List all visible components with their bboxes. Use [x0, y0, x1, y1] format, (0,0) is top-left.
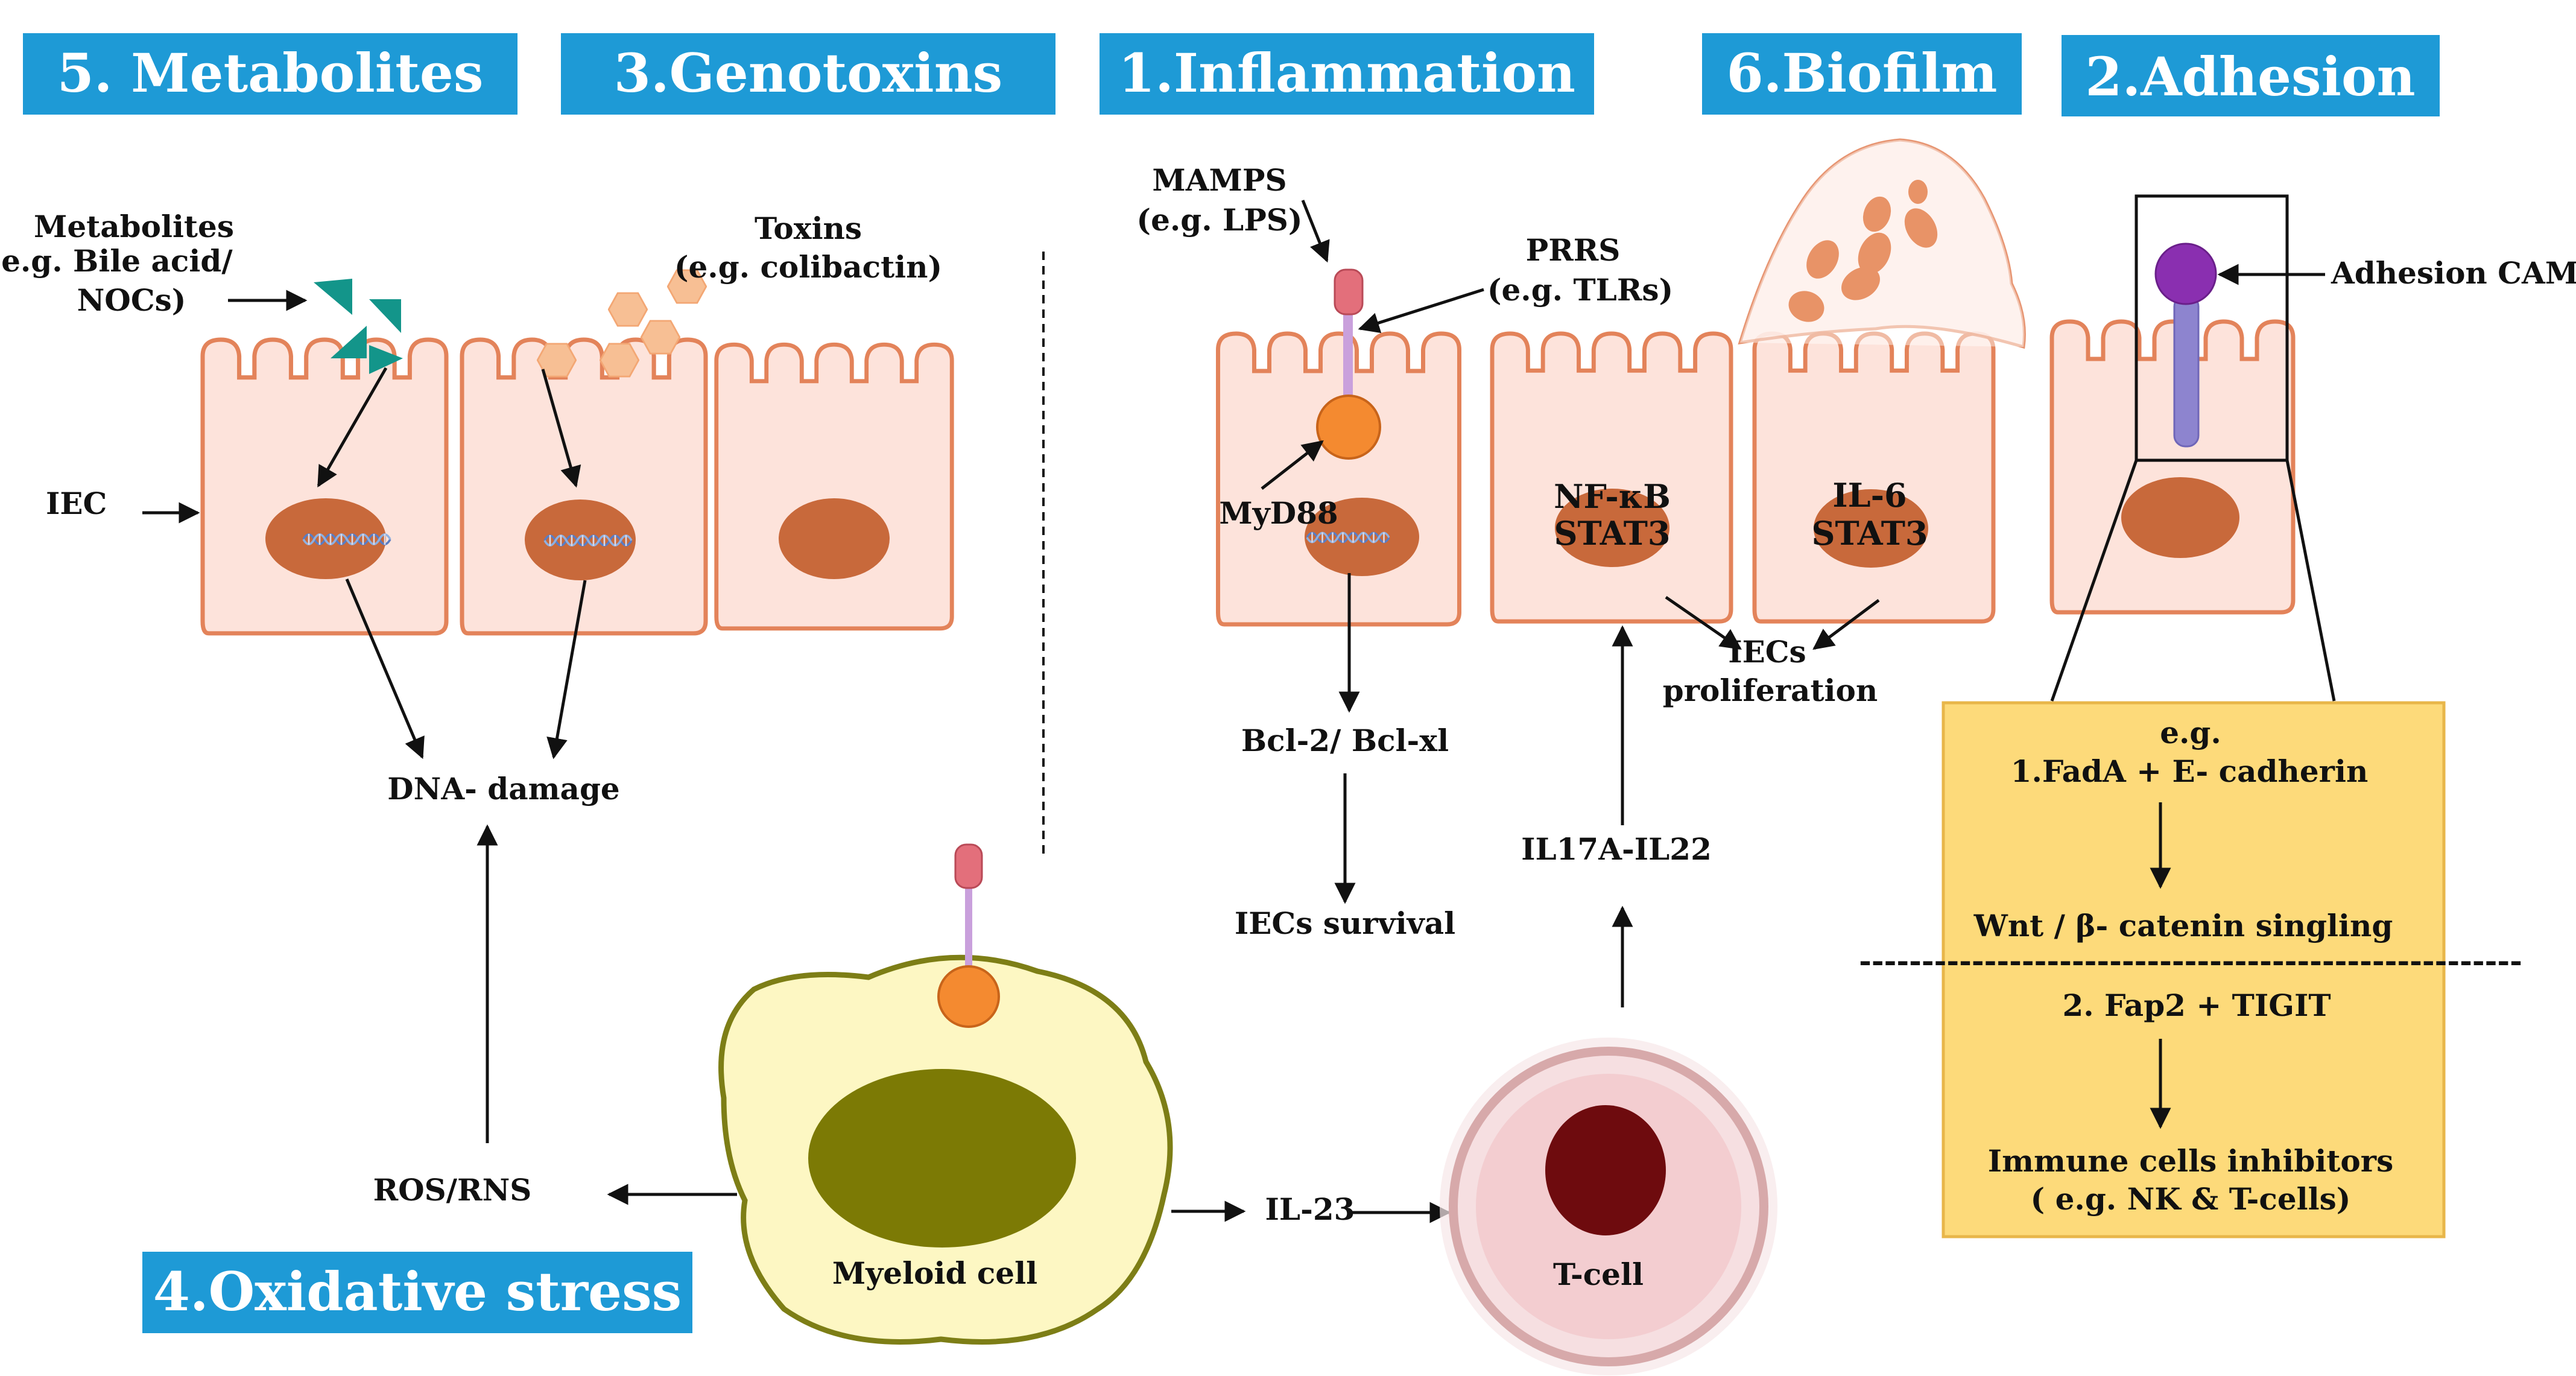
box-eg: e.g.	[2160, 715, 2221, 750]
stat3-b-label: STAT3	[1812, 514, 1928, 553]
adhesion-molecule-icon	[2154, 243, 2217, 448]
header-genotoxins: 3.Genotoxins	[561, 33, 1055, 115]
header-metabolites-label: 5. Metabolites	[57, 42, 484, 104]
mamps-label: MAMPS	[1152, 162, 1286, 198]
adhesion-mechanism-box: e.g. 1.FadA + E- cadherin Wnt / β- caten…	[1859, 701, 2522, 1238]
epithelial-cell-1	[203, 340, 446, 633]
header-biofilm-label: 6.Biofilm	[1727, 42, 1998, 104]
receptor-icon	[937, 843, 1000, 1028]
header-adhesion-label: 2.Adhesion	[2085, 45, 2415, 108]
box-line-fap2: 2. Fap2 + TIGIT	[2062, 988, 2331, 1023]
ros-rns-label: ROS/RNS	[373, 1172, 532, 1208]
arrows-adhesion	[2050, 264, 2336, 702]
hexagon-toxin-icon	[600, 343, 639, 378]
toxins-label: Toxins	[755, 211, 862, 246]
header-inflammation: 1.Inflammation	[1100, 33, 1594, 115]
epithelial-cell-7	[2052, 322, 2293, 612]
prrs-example: (e.g. TLRs)	[1487, 272, 1673, 308]
box-line-wnt: Wnt / β- catenin singling	[1973, 908, 2393, 943]
myeloid-nucleus	[808, 1069, 1076, 1248]
epithelial-cell-4	[1218, 334, 1460, 624]
nucleus-7	[2121, 477, 2239, 558]
nfkb-label: NF-κB	[1554, 477, 1671, 516]
receptor-icon	[1316, 268, 1381, 460]
iecs-label: IECs	[1728, 634, 1806, 670]
hexagon-toxin-icon	[608, 292, 648, 327]
biofilm-dome	[1738, 138, 2026, 349]
t-cell-label: T-cell	[1553, 1257, 1644, 1292]
header-inflammation-label: 1.Inflammation	[1118, 42, 1575, 104]
arrows-inflammation	[1261, 200, 1880, 1007]
metabolites-example-2: NOCs)	[77, 282, 186, 318]
box-line-fada: 1.FadA + E- cadherin	[2011, 753, 2369, 789]
il17-label: IL17A-IL22	[1521, 831, 1712, 867]
arrows-left	[142, 290, 1451, 1223]
header-oxidative-stress: 4.Oxidative stress	[142, 1252, 692, 1333]
iecs-survival-label: IECs survival	[1235, 905, 1455, 941]
triangle-metabolite-icon	[314, 279, 403, 374]
zoom-frame	[2135, 194, 2289, 462]
prrs-label: PRRS	[1526, 232, 1621, 268]
il23-label: IL-23	[1265, 1191, 1355, 1227]
header-adhesion: 2.Adhesion	[2062, 35, 2440, 116]
t-cell-nucleus	[1545, 1105, 1666, 1235]
box-line-examples: ( e.g. NK & T-cells)	[2031, 1181, 2351, 1217]
myeloid-label: Myeloid cell	[832, 1255, 1037, 1291]
nucleus-5	[1555, 489, 1669, 567]
bcl2-label: Bcl-2/ Bcl-xl	[1241, 723, 1449, 758]
header-oxidative-label: 4.Oxidative stress	[153, 1260, 682, 1323]
nucleus-2	[525, 499, 636, 580]
box-divider: ----------------------------------------…	[1859, 943, 2522, 978]
nucleus-3	[779, 498, 890, 579]
metabolites-label: Metabolites	[34, 209, 234, 244]
proliferation-label: proliferation	[1663, 673, 1878, 708]
header-biofilm: 6.Biofilm	[1702, 33, 2022, 115]
epithelial-cell-3	[717, 344, 952, 629]
box-line-inhibitors: Immune cells inhibitors	[1988, 1143, 2394, 1179]
metabolites-example: (e.g. Bile acid/	[0, 243, 233, 279]
mamps-example: (e.g. LPS)	[1136, 202, 1302, 238]
il6-label: IL-6	[1832, 476, 1907, 515]
myd88-label: MyD88	[1219, 495, 1338, 531]
dna-damage-label: DNA- damage	[387, 771, 619, 807]
hexagon-toxin-icon	[641, 320, 680, 355]
nucleus-6	[1814, 489, 1928, 568]
iec-label: IEC	[46, 486, 107, 521]
nucleus-4	[1305, 498, 1419, 576]
stat3-label: STAT3	[1554, 514, 1671, 553]
adhesion-cam-label: Adhesion CAM	[2331, 255, 2576, 291]
header-metabolites: 5. Metabolites	[23, 33, 517, 115]
toxins-example: (e.g. colibactin)	[674, 249, 942, 285]
header-genotoxins-label: 3.Genotoxins	[614, 42, 1002, 104]
